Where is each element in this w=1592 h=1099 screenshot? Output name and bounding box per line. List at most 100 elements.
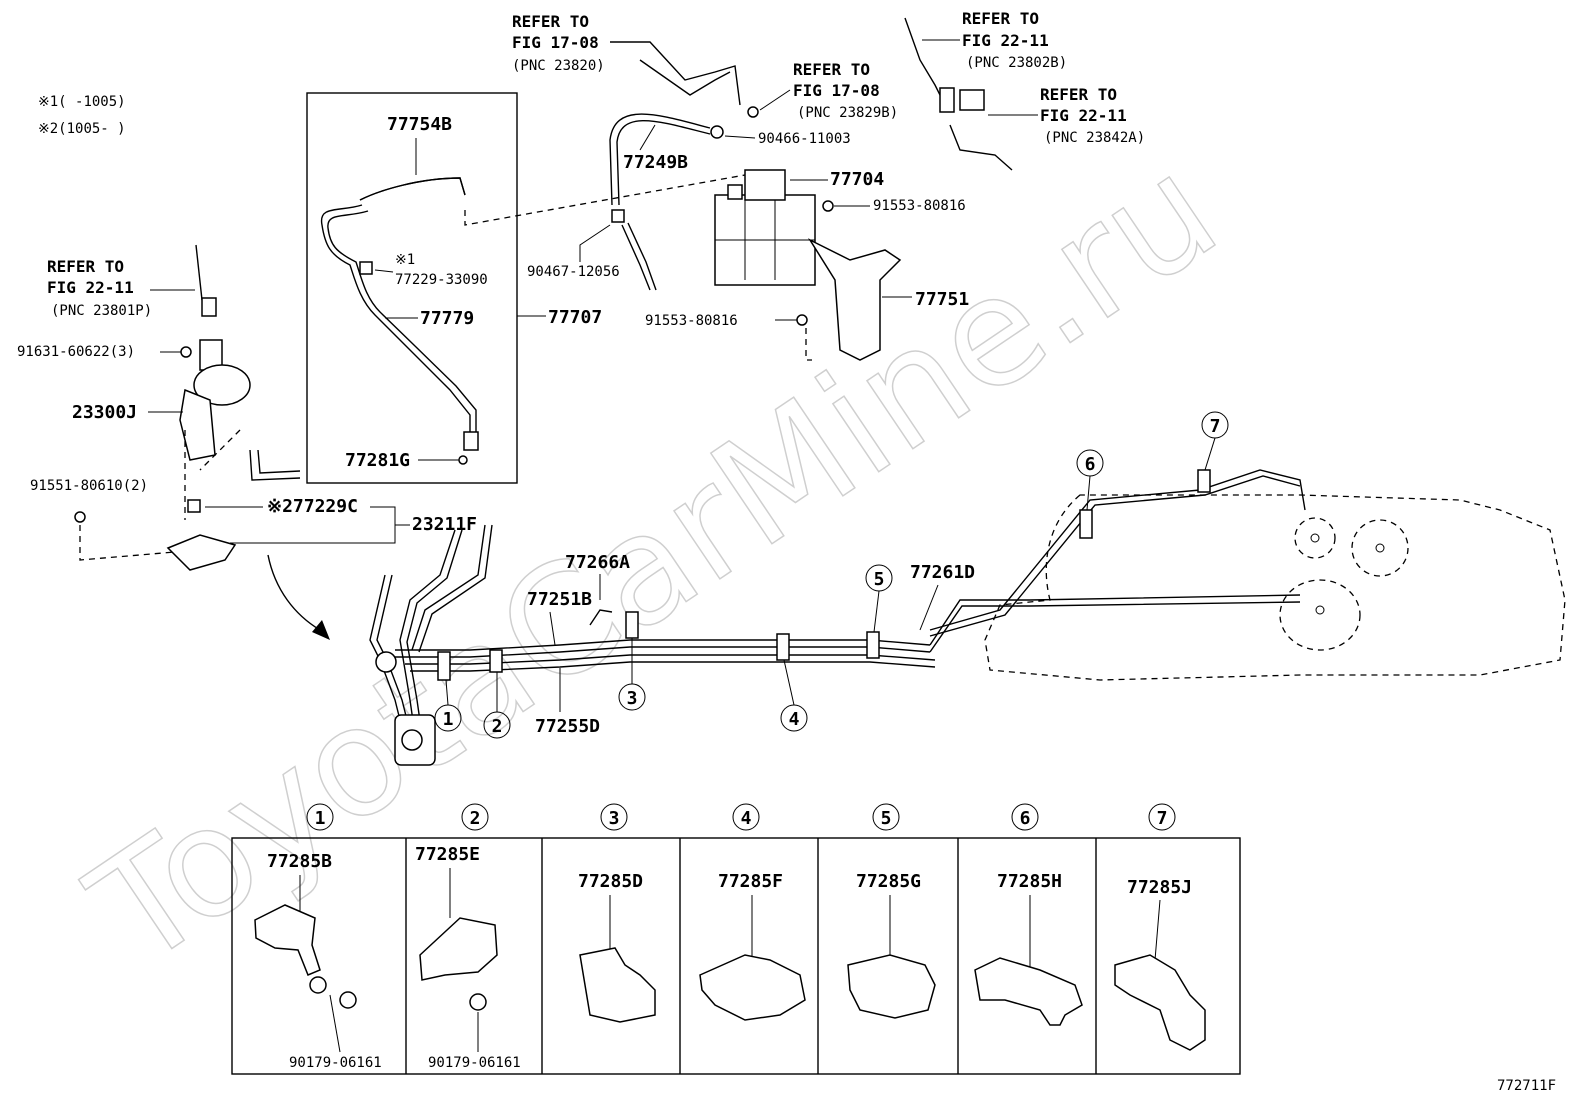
refer-to-23801P: REFER TO FIG 22-11 (PNC 23801P) <box>47 257 152 319</box>
watermark: ToyotaCarMine.ru <box>62 123 1246 1001</box>
svg-text:FIG 17-08: FIG 17-08 <box>512 33 599 52</box>
bolt-91551-icon <box>74 511 86 523</box>
clip-77229C-icon <box>187 499 201 513</box>
callout-6: 6 <box>1076 449 1104 511</box>
svg-text:90179-06161: 90179-06161 <box>289 1055 382 1071</box>
svg-text:77285B: 77285B <box>267 851 332 872</box>
callout-5: 5 <box>865 564 893 633</box>
clip-icon <box>747 106 759 118</box>
clamp-table <box>231 837 1241 1075</box>
label-note1-mark: ※1 <box>395 252 415 268</box>
svg-text:4: 4 <box>741 808 752 829</box>
clamp-cell-2: 2 77285E 90179-06161 <box>415 803 521 1071</box>
connector-icon <box>939 87 955 113</box>
refer-to-23802B: REFER TO FIG 22-11 (PNC 23802B) <box>962 9 1067 71</box>
svg-text:REFER TO: REFER TO <box>512 12 589 31</box>
clamp-cell-5: 5 77285G <box>847 803 936 1019</box>
svg-text:2: 2 <box>492 716 503 737</box>
svg-text:77285E: 77285E <box>415 844 480 865</box>
label-77229C: ※277229C <box>267 496 358 517</box>
label-77266A: 77266A <box>565 552 630 573</box>
label-77251B: 77251B <box>527 589 592 610</box>
svg-text:FIG 22-11: FIG 22-11 <box>962 31 1049 50</box>
svg-text:7: 7 <box>1210 416 1221 437</box>
label-77779: 77779 <box>420 308 474 329</box>
bolt-91553-icon <box>822 200 834 212</box>
clip-90467-icon <box>611 209 625 223</box>
bolt-91631-icon <box>180 346 192 358</box>
refer-to-23820: REFER TO FIG 17-08 (PNC 23820) <box>512 12 605 74</box>
label-77229-33090: 77229-33090 <box>395 272 488 288</box>
callout-3: 3 <box>618 638 646 711</box>
callout-1: 1 <box>434 679 462 732</box>
svg-text:FIG 17-08: FIG 17-08 <box>793 81 880 100</box>
clamp-cell-6: 6 77285H <box>974 803 1083 1026</box>
nut-icon <box>339 991 357 1009</box>
svg-text:1: 1 <box>443 709 454 730</box>
label-90467-12056: 90467-12056 <box>527 264 620 280</box>
label-77707: 77707 <box>548 307 602 328</box>
connector-23801P-icon <box>201 297 217 317</box>
bracket-23211F-icon <box>166 534 237 571</box>
vsv-23300J <box>179 339 251 461</box>
svg-text:FIG 22-11: FIG 22-11 <box>47 278 134 297</box>
label-77281G: 77281G <box>345 450 410 471</box>
svg-text:77285F: 77285F <box>718 871 783 892</box>
svg-text:REFER TO: REFER TO <box>793 60 870 79</box>
fuel-tank-outline <box>984 494 1566 681</box>
callout-7: 7 <box>1201 411 1229 471</box>
clamp-cell-3: 3 77285D <box>578 803 656 1023</box>
clamp-cell-7: 7 77285J <box>1114 803 1206 1051</box>
label-23211F: 23211F <box>412 514 477 535</box>
callout-2: 2 <box>483 672 511 739</box>
svg-text:90179-06161: 90179-06161 <box>428 1055 521 1071</box>
svg-text:(PNC 23820): (PNC 23820) <box>512 58 605 74</box>
vsv-icon <box>959 89 985 111</box>
svg-text:77285H: 77285H <box>997 871 1062 892</box>
label-91551-80610: 91551-80610(2) <box>30 478 148 494</box>
refer-to-23829B: REFER TO FIG 17-08 (PNC 23829B) <box>793 60 898 121</box>
svg-text:1: 1 <box>315 808 326 829</box>
svg-text:(PNC 23801P): (PNC 23801P) <box>51 303 152 319</box>
svg-text:3: 3 <box>609 808 620 829</box>
hose-end-icon <box>463 431 479 451</box>
svg-text:FIG 22-11: FIG 22-11 <box>1040 106 1127 125</box>
svg-text:5: 5 <box>874 569 885 590</box>
svg-text:4: 4 <box>789 709 800 730</box>
arrow-icon <box>312 620 330 640</box>
label-77754B: 77754B <box>387 114 452 135</box>
svg-text:(PNC 23829B): (PNC 23829B) <box>797 105 898 121</box>
bolt-91553b-icon <box>796 314 808 326</box>
label-77751: 77751 <box>915 289 969 310</box>
label-91553-80816-b: 91553-80816 <box>645 313 738 329</box>
fuel-line-assembly <box>369 469 1306 766</box>
clamp-cell-4: 4 77285F <box>699 803 806 1021</box>
svg-text:77285D: 77285D <box>578 871 643 892</box>
svg-text:2: 2 <box>470 808 481 829</box>
clip-90466-icon <box>710 125 724 139</box>
svg-text:6: 6 <box>1020 808 1031 829</box>
figure-code: 772711F <box>1497 1078 1556 1094</box>
svg-text:7: 7 <box>1157 808 1168 829</box>
svg-text:6: 6 <box>1085 454 1096 475</box>
callout-4: 4 <box>780 659 808 732</box>
canister-bracket-77751 <box>807 238 902 361</box>
label-91631-60622: 91631-60622(3) <box>17 344 135 360</box>
nut-icon <box>469 993 487 1011</box>
note-2: ※2(1005- ) <box>38 121 126 137</box>
label-77261D: 77261D <box>910 562 975 583</box>
label-77704: 77704 <box>830 169 884 190</box>
svg-text:REFER TO: REFER TO <box>962 9 1039 28</box>
clamp-cell-1: 1 77285B 90179-06161 <box>254 803 382 1071</box>
label-90466-11003: 90466-11003 <box>758 131 851 147</box>
svg-text:3: 3 <box>627 688 638 709</box>
svg-text:(PNC 23842A): (PNC 23842A) <box>1044 130 1145 146</box>
svg-text:(PNC 23802B): (PNC 23802B) <box>966 55 1067 71</box>
label-77255D: 77255D <box>535 716 600 737</box>
svg-text:5: 5 <box>881 808 892 829</box>
clip-77281G-icon <box>458 455 468 465</box>
label-77249B: 77249B <box>623 152 688 173</box>
svg-text:77285J: 77285J <box>1127 877 1192 898</box>
charcoal-canister-77704 <box>714 169 816 286</box>
